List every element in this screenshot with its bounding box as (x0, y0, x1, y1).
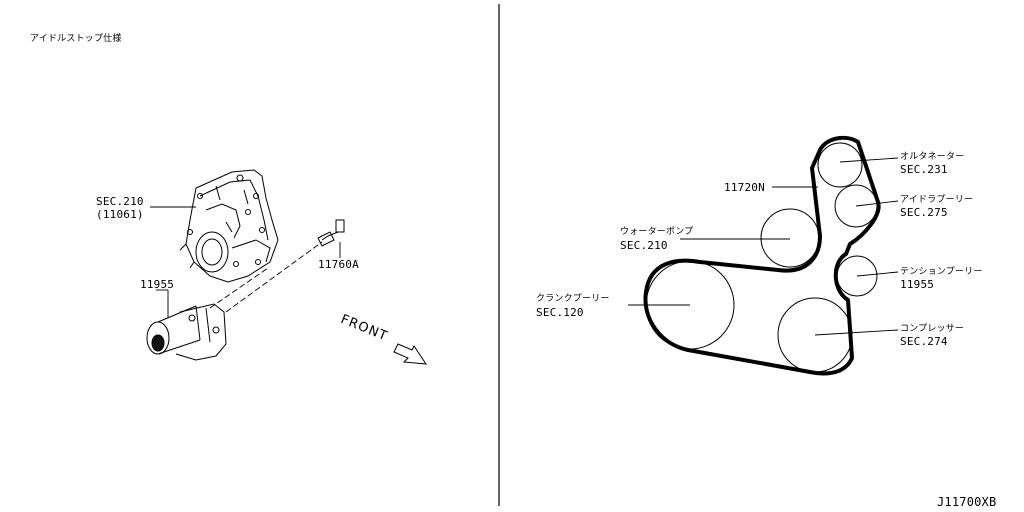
label-sec-274: SEC.274 (900, 335, 948, 348)
label-belt-11720n: 11720N (724, 181, 765, 194)
right-leaders (628, 157, 899, 336)
label-sec-231: SEC.231 (900, 163, 948, 176)
label-sec-275: SEC.275 (900, 206, 948, 219)
label-11955-left: 11955 (140, 278, 175, 291)
label-sec-210-left: SEC.210 (96, 195, 144, 208)
front-arrow-icon (393, 343, 427, 365)
label-11955-right: 11955 (900, 278, 935, 291)
label-sec-120: SEC.120 (536, 306, 584, 319)
figure-code: J11700XB (937, 495, 997, 509)
front-cover-drawing (179, 169, 279, 283)
bolt-drawing (317, 219, 345, 247)
water-pump-pulley (760, 208, 820, 268)
label-11760a: 11760A (318, 258, 359, 271)
left-leaders (150, 206, 341, 318)
label-11061: (11061) (96, 208, 144, 221)
label-sec-210-right: SEC.210 (620, 239, 668, 252)
idle-stop-title: アイドルストップ仕様 (30, 34, 122, 44)
label-alternator: オルタネーター (900, 152, 965, 162)
drive-belt (643, 135, 881, 376)
alternator-pulley (817, 142, 863, 188)
label-idler: アイドラプーリー (900, 195, 974, 205)
label-water-pump: ウォーターポンプ (620, 227, 694, 237)
label-compressor: コンプレッサー (900, 324, 965, 334)
tension-pulley-drawing (146, 303, 227, 361)
label-tension-pulley: テンションプーリー (900, 267, 983, 277)
label-crank-pulley: クランクプーリー (536, 294, 610, 304)
